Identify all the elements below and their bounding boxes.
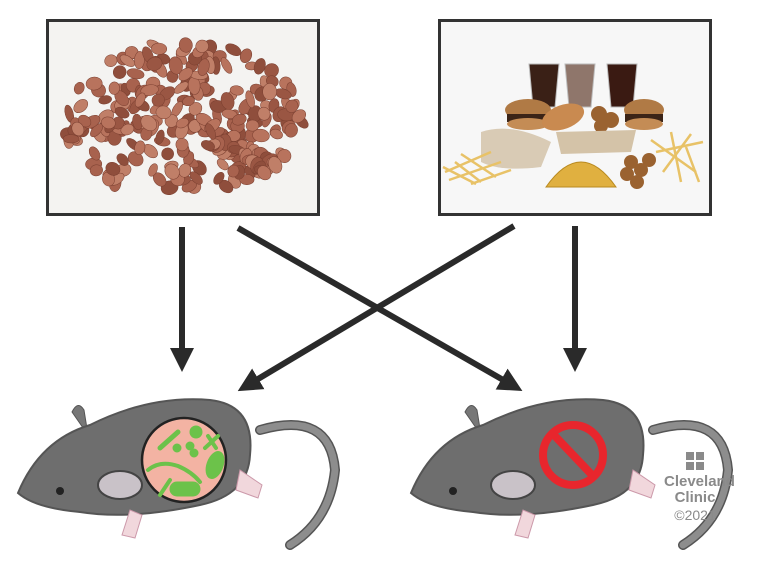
drink-cups: [528, 63, 638, 108]
pellet: [119, 54, 136, 67]
pellet: [182, 95, 195, 107]
pellet: [134, 92, 146, 108]
pellet: [291, 109, 307, 124]
pellet: [155, 105, 172, 120]
pellet: [73, 82, 85, 95]
pellet: [277, 149, 292, 163]
pellet: [88, 146, 101, 161]
french-fries: [442, 131, 704, 186]
fast-food-illustration: [442, 63, 704, 189]
pellet: [151, 93, 165, 107]
pellet: [201, 140, 215, 151]
pellet: [85, 76, 103, 91]
pellet: [213, 172, 225, 185]
pellet: [134, 140, 146, 155]
pellet: [98, 95, 112, 105]
pellet: [257, 165, 272, 181]
pellet: [284, 123, 298, 138]
prohibited-icon: [539, 421, 607, 489]
pellet: [225, 43, 242, 57]
bacteria-icon: [146, 425, 225, 497]
germ-free-mouse: [411, 399, 728, 545]
pellet: [161, 147, 174, 161]
pellet: [285, 99, 299, 113]
pellet: [257, 106, 271, 121]
pellet: [264, 63, 279, 78]
pellet: [216, 158, 229, 171]
taco: [545, 161, 617, 188]
pellet: [195, 39, 209, 53]
pellet: [73, 99, 89, 114]
pellet: [140, 115, 157, 132]
arrows: [170, 223, 587, 392]
cleveland-clinic-logo: Cleveland Clinic ©2021: [664, 452, 735, 524]
pellet: [252, 128, 270, 143]
pellet: [116, 153, 129, 166]
pellet: [227, 164, 240, 178]
pellet: [104, 54, 118, 67]
pellet: [140, 84, 159, 96]
pellet: [178, 37, 193, 53]
pellet: [105, 162, 121, 176]
pellet: [112, 65, 127, 79]
pellet: [155, 129, 165, 145]
burgers: [505, 99, 664, 131]
pellet: [108, 81, 120, 95]
pellet: [134, 51, 145, 70]
pellet: [126, 68, 145, 80]
pellet: [102, 171, 115, 187]
pellet: [245, 90, 255, 109]
pellet: [262, 83, 277, 101]
pellet: [151, 42, 168, 55]
pellet: [71, 121, 85, 137]
pellet: [253, 58, 266, 75]
pellet: [114, 106, 130, 119]
pellet: [229, 85, 244, 96]
arrow-fastfood-to-microbiome-mouse: [237, 223, 516, 392]
wrap: [481, 128, 551, 169]
chow-pellets-photo: [46, 19, 320, 216]
pellet: [148, 163, 158, 177]
pellet: [175, 137, 189, 152]
pellet: [146, 56, 163, 71]
fast-food-photo: [438, 19, 712, 216]
pellet: [175, 117, 189, 129]
pellet: [89, 164, 103, 177]
pellet: [120, 123, 135, 136]
pellet: [101, 116, 116, 129]
logo-line1: Cleveland: [664, 473, 735, 490]
pellet-pile: [60, 37, 309, 195]
cleveland-clinic-logo-icon: [686, 452, 704, 470]
pellet: [245, 119, 260, 132]
pellet: [220, 57, 233, 74]
pellet: [232, 113, 247, 126]
pellet: [205, 123, 216, 140]
mouse-with-microbiome: [18, 399, 335, 545]
pellet: [197, 58, 210, 76]
pellet: [268, 156, 283, 174]
pellet: [168, 56, 183, 75]
logo-line2: Clinic: [674, 489, 716, 506]
pellet: [178, 163, 192, 178]
pellet: [174, 81, 189, 94]
pellet: [164, 163, 180, 180]
pellet: [178, 67, 193, 81]
pellet: [62, 134, 80, 144]
logo-copyright: ©2021: [674, 507, 716, 523]
nuggets: [591, 106, 656, 189]
gut-circle: [140, 416, 228, 504]
burrito: [556, 130, 636, 154]
pellet: [270, 128, 283, 140]
